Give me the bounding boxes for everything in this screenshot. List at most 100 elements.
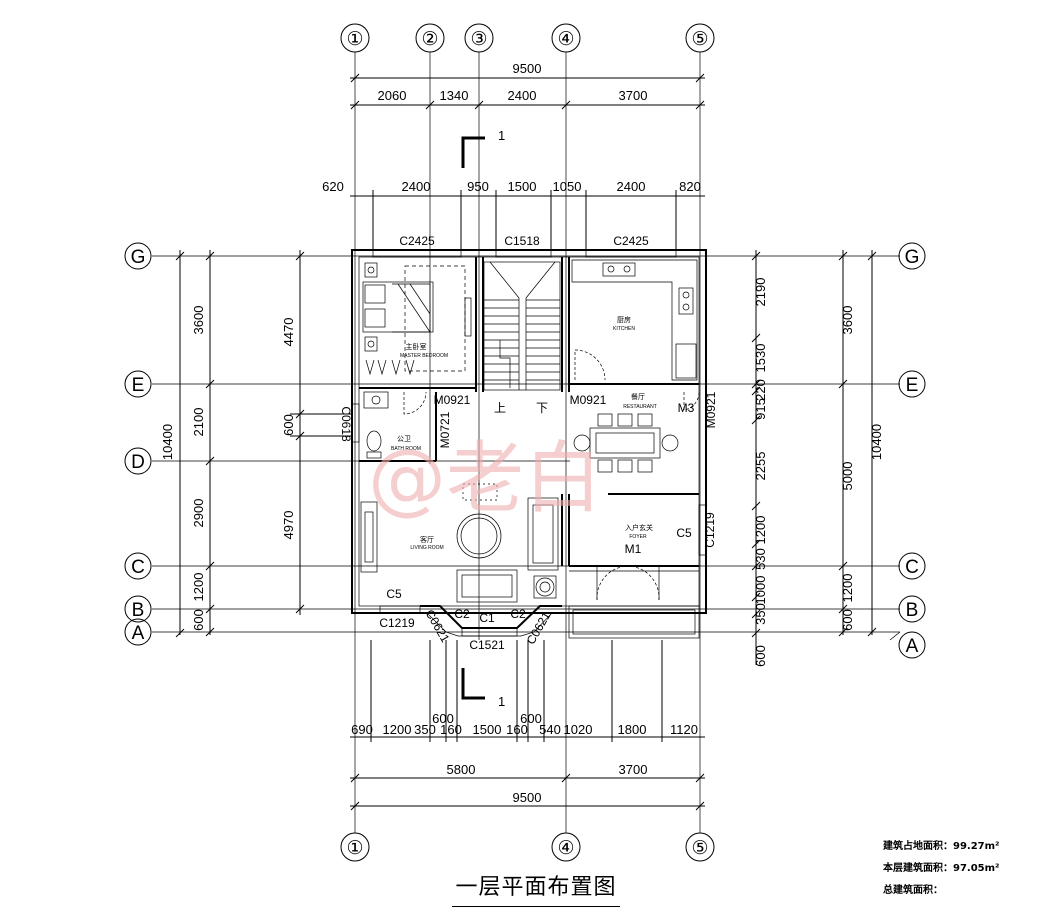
door-swings (403, 349, 700, 601)
axis-left-B: B (132, 600, 145, 621)
door-m3: M3 (678, 401, 695, 415)
window-c1: C1 (479, 611, 495, 625)
master-bedroom-label: 主卧室 MASTER BEDROOM (400, 342, 448, 359)
dim-right-10400: 10400 (869, 424, 884, 460)
door-labels: M0921 M0721 M0921 M3 M0921 M1 (434, 391, 718, 556)
dim-bottom-540: 540 (539, 722, 561, 737)
bathroom-fixtures (363, 391, 389, 459)
bathroom-label: 公卫 BATH ROOM (391, 435, 421, 452)
top-dimension-lines (350, 73, 705, 250)
axis-right-A: A (906, 636, 919, 657)
axis-left-G: G (131, 247, 146, 268)
dim-top-1340: 1340 (440, 88, 469, 103)
total-area: 总建筑面积： (883, 885, 943, 896)
right-dimension-lines (751, 250, 877, 665)
dim-bottom-160b: 160 (506, 722, 528, 737)
axis-bubbles-top: ① ② ③ ④ ⑤ (340, 23, 715, 53)
axis-right-E: E (906, 375, 919, 396)
dim-right-1530: 1530 (753, 344, 768, 373)
axis-top-3: ③ (470, 29, 487, 50)
dim-right-1000: 1000 (753, 576, 768, 605)
dim-left-3600: 3600 (191, 306, 206, 335)
dim-bottom-5800: 5800 (447, 762, 476, 777)
dim-right-1200: 1200 (753, 516, 768, 545)
right-dimension-text: 2190 1530 220 915 2255 1200 530 1000 350… (753, 278, 884, 667)
vertical-grid-lines (354, 52, 701, 833)
axis-bottom-4: ④ (557, 838, 574, 859)
dim-bottom-350: 350 (414, 722, 436, 737)
dim-top-1500: 1500 (508, 179, 537, 194)
axis-bubbles-bottom: ① ④ ⑤ (340, 832, 715, 862)
axis-right-B: B (906, 600, 919, 621)
living-room-label: 客厅 LIVING ROOM (410, 535, 443, 551)
dim-right-220: 220 (753, 379, 768, 401)
dim-left-10400: 10400 (160, 424, 175, 460)
dim-bottom-600a: 600 (432, 711, 454, 726)
dim-left-1200: 1200 (191, 573, 206, 602)
dim-right-1200b: 1200 (840, 574, 855, 603)
dining-set (573, 413, 679, 473)
kitchen-fixtures (571, 259, 698, 381)
window-c2425-left: C2425 (399, 234, 435, 248)
section-marker-bottom: 1 (461, 668, 505, 709)
porch (568, 605, 700, 639)
bottom-dimension-text: 690 1200 350 160 1500 160 540 1020 1800 … (351, 711, 698, 805)
dim-left-600: 600 (191, 609, 206, 631)
dim-right-915: 915 (753, 398, 768, 420)
dim-top-2060: 2060 (378, 88, 407, 103)
living-room-furniture (360, 483, 559, 603)
dim-top-1050: 1050 (553, 179, 582, 194)
axis-bottom-1: ① (346, 838, 363, 859)
dim-right-600: 600 (753, 645, 768, 667)
dim-bottom-160a: 160 (440, 722, 462, 737)
dim-right-3600: 3600 (840, 306, 855, 335)
top-windows (372, 249, 677, 258)
dim-bottom-1020: 1020 (564, 722, 593, 737)
axis-top-1: ① (346, 29, 363, 50)
svg-text:FOYER: FOYER (629, 534, 647, 540)
dim-left-2900: 2900 (191, 499, 206, 528)
dim-top-total: 9500 (513, 61, 542, 76)
door-m0921-restaurant: M0921 (704, 391, 718, 428)
bottom-dimension-lines (350, 640, 705, 811)
dim-top-950: 950 (467, 179, 489, 194)
interior-walls (359, 257, 699, 572)
window-c0618: C0618 (339, 406, 353, 442)
svg-text:餐厅: 餐厅 (631, 392, 645, 401)
dim-bottom-1800: 1800 (618, 722, 647, 737)
axis-top-2: ② (421, 29, 438, 50)
dim-top-2400b: 2400 (617, 179, 646, 194)
floor-area: 本层建筑面积：97.05m² (883, 863, 1000, 874)
stair-down-label: 下 (536, 401, 548, 415)
window-c5-right: C5 (676, 526, 692, 540)
top-dimension-text: 9500 2060 1340 2400 3700 620 2400 950 15… (322, 61, 701, 194)
door-m1: M1 (625, 542, 642, 556)
axis-top-5: ⑤ (691, 29, 708, 50)
svg-text:KITCHEN: KITCHEN (613, 326, 635, 332)
dim-left-4470: 4470 (281, 318, 296, 347)
dim-top-2400: 2400 (508, 88, 537, 103)
axis-bubbles-right: G E C B A (889, 242, 926, 659)
window-c2425-right: C2425 (613, 234, 649, 248)
dim-bottom-3700: 3700 (619, 762, 648, 777)
axis-right-C: C (905, 557, 919, 578)
watermark: @老白 (368, 434, 602, 524)
axis-left-A: A (132, 623, 145, 644)
axis-left-D: D (131, 452, 145, 473)
window-c1219-right: C1219 (703, 512, 717, 548)
axis-left-C: C (131, 557, 145, 578)
dim-bottom-690: 690 (351, 722, 373, 737)
dim-right-2190: 2190 (753, 278, 768, 307)
dim-bottom-600b: 600 (520, 711, 542, 726)
site-area: 建筑占地面积：99.27m² (883, 841, 1000, 852)
window-c5-left: C5 (386, 587, 402, 601)
dim-bottom-1200: 1200 (383, 722, 412, 737)
dim-left-600b: 600 (281, 414, 296, 436)
svg-text:公卫: 公卫 (397, 435, 411, 443)
foyer-label: 入户玄关 FOYER (625, 523, 653, 540)
svg-text:入户玄关: 入户玄关 (625, 523, 653, 532)
dim-right-5000: 5000 (840, 462, 855, 491)
staircase (483, 261, 561, 391)
svg-text:MASTER BEDROOM: MASTER BEDROOM (400, 353, 448, 359)
